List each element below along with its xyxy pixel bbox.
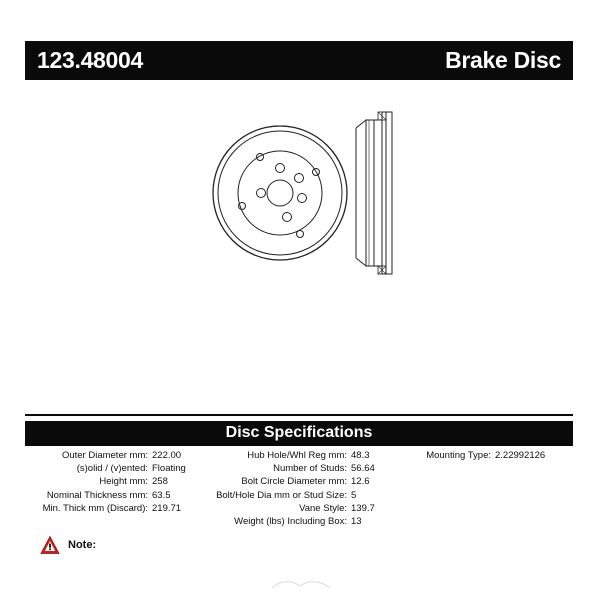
- spec-divider: [25, 414, 573, 416]
- small-hole: [312, 168, 320, 176]
- drum-front-view: [212, 125, 348, 261]
- spec-row: Nominal Thickness mm: 63.5: [25, 489, 186, 502]
- spec-row: Number of Studs: 56.64: [200, 462, 375, 475]
- spec-value: 48.3: [351, 450, 370, 461]
- spec-row: (s)olid / (v)ented: Floating: [25, 462, 186, 475]
- spec-value: 139.7: [351, 502, 375, 514]
- spec-row: Min. Thick mm (Discard): 219.71: [25, 502, 186, 515]
- outer-rim-circle: [212, 125, 348, 261]
- header-bar: 123.48004 Brake Disc: [25, 41, 573, 80]
- spec-column-2: Hub Hole/Whl Reg mm: 48.3 Number of Stud…: [200, 449, 375, 528]
- spec-value: 258: [152, 476, 168, 488]
- spec-row: Hub Hole/Whl Reg mm: 48.3: [200, 449, 375, 462]
- warning-triangle-icon: [40, 535, 60, 554]
- spec-column-3: Mounting Type: 2.22992126: [390, 449, 545, 462]
- small-hole: [256, 153, 264, 161]
- hub-hole: [266, 179, 294, 207]
- spec-label: Vane Style:: [299, 502, 347, 514]
- spec-value: 63.5: [152, 489, 171, 501]
- spec-label: Bolt/Hole Dia mm or Stud Size:: [216, 489, 347, 501]
- spec-label: (s)olid / (v)ented:: [76, 463, 148, 475]
- stud-hole: [297, 193, 307, 203]
- spec-value: 2.22992126: [495, 450, 546, 461]
- spec-title: Disc Specifications: [225, 424, 373, 441]
- small-hole: [238, 202, 246, 210]
- stud-hole: [275, 163, 285, 173]
- small-hole: [296, 230, 304, 238]
- spec-row: Vane Style: 139.7: [200, 502, 375, 515]
- spec-value: 13: [351, 516, 362, 528]
- inner-rim-circle: [217, 130, 343, 256]
- spec-column-1: Outer Diameter mm: 222.00 (s)olid / (v)e…: [25, 449, 186, 515]
- spec-row: Bolt Circle Diameter mm: 12.6: [200, 475, 375, 488]
- part-number: 123.48004: [37, 47, 144, 73]
- spec-label: Height mm:: [99, 476, 148, 488]
- spec-row: Height mm: 258: [25, 475, 186, 488]
- spec-label: Min. Thick mm (Discard):: [42, 502, 148, 514]
- note: Note:: [40, 534, 96, 556]
- spec-value: 222.00: [152, 450, 182, 461]
- product-type: Brake Disc: [445, 47, 561, 73]
- spec-value: Floating: [152, 463, 186, 475]
- spec-row: Bolt/Hole Dia mm or Stud Size: 5: [200, 489, 375, 502]
- spec-row: Outer Diameter mm: 222.00: [25, 449, 186, 462]
- hat-edge-circle: [237, 150, 323, 236]
- stud-hole: [282, 212, 292, 222]
- spec-label: Outer Diameter mm:: [61, 450, 148, 461]
- spec-label: Nominal Thickness mm:: [46, 489, 148, 501]
- note-label: Note:: [68, 539, 97, 551]
- spec-label: Bolt Circle Diameter mm:: [241, 476, 347, 488]
- spec-row: Weight (lbs) Including Box: 13: [200, 515, 375, 528]
- spec-label: Number of Studs:: [273, 463, 347, 475]
- spec-title-bar: Disc Specifications: [25, 421, 573, 446]
- drum-side-profile: [355, 111, 393, 275]
- stud-hole: [294, 173, 304, 183]
- spec-value: 12.6: [351, 476, 370, 488]
- spec-label: Hub Hole/Whl Reg mm:: [247, 450, 347, 461]
- spec-label: Mounting Type:: [426, 450, 491, 461]
- spec-row: Mounting Type: 2.22992126: [390, 449, 545, 462]
- spec-value: 219.71: [152, 502, 182, 514]
- spec-label: Weight (lbs) Including Box:: [234, 516, 347, 528]
- watermark-logo: [271, 581, 331, 589]
- stud-hole: [256, 188, 266, 198]
- spec-value: 56.64: [351, 463, 375, 475]
- spec-value: 5: [351, 489, 357, 501]
